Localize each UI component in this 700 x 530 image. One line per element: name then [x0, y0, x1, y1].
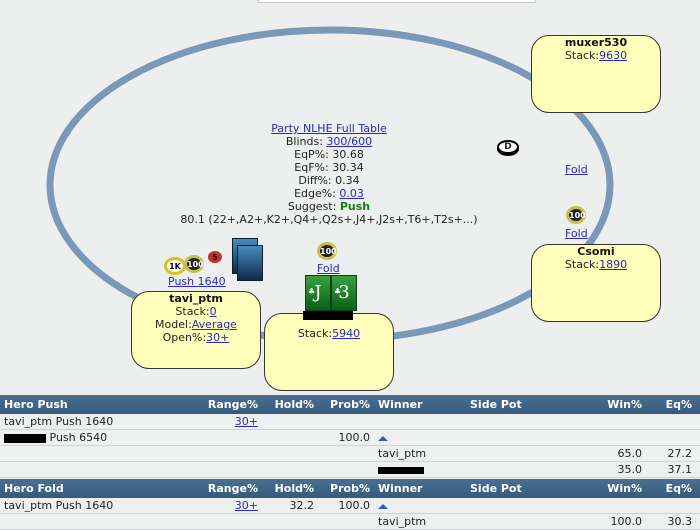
- model-link[interactable]: Average: [191, 318, 237, 331]
- table-row: 35.0 37.1: [0, 462, 700, 478]
- eq-cell: 30.3: [667, 515, 693, 528]
- dealer-button-icon: D: [497, 140, 519, 154]
- col-header[interactable]: Range%: [207, 398, 258, 411]
- open-link[interactable]: 30+: [206, 331, 230, 344]
- edge-label: Edge%:: [294, 187, 336, 200]
- stack-link[interactable]: 5940: [332, 327, 361, 340]
- seat-muxer530[interactable]: muxer530 Stack:9630: [531, 35, 661, 113]
- card-suit: ♣: [308, 287, 316, 296]
- open-label: Open%:: [162, 331, 207, 344]
- tavi-action-link[interactable]: Push 1640: [168, 275, 226, 288]
- col-header[interactable]: Winner: [378, 398, 423, 411]
- stack-label: Stack:: [297, 327, 333, 340]
- winner-cell: tavi_ptm: [378, 447, 427, 460]
- diff-label: Diff%:: [298, 174, 332, 187]
- win-cell: 35.0: [617, 463, 643, 476]
- seat-csomi[interactable]: Csomi Stack:1890: [531, 244, 661, 322]
- diff-value: 0.34: [335, 174, 360, 187]
- seat-redacted[interactable]: Stack:5940: [264, 313, 394, 391]
- chip-1k-icon: 1K: [164, 257, 186, 275]
- stack-link[interactable]: 1890: [599, 258, 628, 271]
- suggested-range: 80.1 (22+,A2+,K2+,Q4+,Q2s+,J4+,J2s+,T6+,…: [180, 213, 478, 226]
- chip-100-icon: 100: [184, 255, 204, 273]
- hole-card-2: ♣3: [331, 275, 357, 311]
- table-row: tavi_ptm 100.0 30.3: [0, 514, 700, 530]
- hero-push-table: Hero Push Range% Hold% Prob% Winner Side…: [0, 395, 700, 478]
- col-header[interactable]: Prob%: [330, 398, 370, 411]
- model-label: Model:: [155, 318, 192, 331]
- range-link[interactable]: 30+: [234, 415, 258, 428]
- win-cell: 65.0: [617, 447, 643, 460]
- eq-cell: 37.1: [667, 463, 693, 476]
- redacted-name: [303, 311, 353, 320]
- range-link[interactable]: 30+: [234, 499, 258, 512]
- action-cell: Push 6540: [49, 431, 108, 444]
- table-header: Hero Push Range% Hold% Prob% Winner Side…: [0, 395, 700, 414]
- stack-link[interactable]: 9630: [599, 49, 628, 62]
- eqf-value: 30.34: [332, 161, 364, 174]
- table-info-panel: Party NLHE Full Table Blinds: 300/600 Eq…: [178, 122, 480, 226]
- prob-cell: 100.0: [338, 499, 371, 512]
- action-cell: tavi_ptm Push 1640: [4, 415, 114, 428]
- eqp-value: 30.68: [332, 148, 364, 161]
- stack-label: Stack:: [175, 305, 210, 318]
- card-suit: ♣: [334, 287, 342, 296]
- edge-link[interactable]: 0.03: [339, 187, 364, 200]
- hold-cell: 32.2: [289, 499, 315, 512]
- stack-link[interactable]: 0: [209, 305, 217, 318]
- col-header[interactable]: Eq%: [665, 398, 692, 411]
- win-cell: 100.0: [610, 515, 643, 528]
- suggest-value: Push: [339, 200, 371, 213]
- chip-5-icon: 5: [205, 248, 225, 266]
- table-title-link[interactable]: Party NLHE Full Table: [271, 122, 387, 135]
- col-header[interactable]: Winner: [378, 482, 423, 495]
- chip-100-icon: 100: [566, 206, 586, 224]
- card-rank: J: [314, 282, 322, 303]
- col-header[interactable]: Hold%: [274, 398, 314, 411]
- csomi-action-link[interactable]: Fold: [565, 227, 588, 240]
- col-header[interactable]: Eq%: [665, 482, 692, 495]
- chip-100-icon: 100: [317, 242, 337, 260]
- col-header[interactable]: Win%: [607, 398, 642, 411]
- col-header[interactable]: Side Pot: [470, 398, 522, 411]
- winner-cell: tavi_ptm: [378, 515, 427, 528]
- eqp-label: EqP%:: [294, 148, 329, 161]
- blinds-label: Blinds:: [285, 135, 323, 148]
- col-header[interactable]: Range%: [207, 482, 258, 495]
- table-row: tavi_ptm 65.0 27.2: [0, 446, 700, 462]
- blinds-link[interactable]: 300/600: [326, 135, 373, 148]
- col-header[interactable]: Side Pot: [470, 482, 522, 495]
- table-header: Hero Fold Range% Hold% Prob% Winner Side…: [0, 479, 700, 498]
- table-row[interactable]: tavi_ptm Push 1640 30+: [0, 414, 700, 430]
- player-name: tavi_ptm: [169, 292, 223, 305]
- table-row[interactable]: tavi_ptm Push 1640 30+ 32.2 100.0: [0, 498, 700, 514]
- suggest-label: Suggest:: [287, 200, 337, 213]
- expand-triangle-icon[interactable]: [378, 504, 388, 509]
- eq-cell: 27.2: [667, 447, 693, 460]
- redacted-name: [4, 433, 46, 443]
- col-header[interactable]: Hero Push: [4, 398, 68, 411]
- deck-icon: [237, 245, 263, 281]
- table-row[interactable]: Push 6540 100.0: [0, 430, 700, 446]
- card-rank: 3: [338, 282, 350, 303]
- extra-fold-link[interactable]: Fold: [565, 163, 588, 176]
- col-header[interactable]: Win%: [607, 482, 642, 495]
- seat-tavi-ptm[interactable]: tavi_ptm Stack:0 Model:Average Open%:30+: [131, 291, 261, 369]
- col-header[interactable]: Prob%: [330, 482, 370, 495]
- player-name: Csomi: [577, 245, 615, 258]
- stack-label: Stack:: [564, 258, 600, 271]
- eqf-label: EqF%:: [294, 161, 329, 174]
- hole-card-1: ♣J: [305, 275, 331, 311]
- hero-fold-table: Hero Fold Range% Hold% Prob% Winner Side…: [0, 479, 700, 530]
- seat2-action-link[interactable]: Fold: [317, 262, 340, 275]
- stack-label: Stack:: [564, 49, 600, 62]
- top-panel-edge: [258, 0, 536, 3]
- col-header[interactable]: Hold%: [274, 482, 314, 495]
- col-header[interactable]: Hero Fold: [4, 482, 64, 495]
- redacted-name: [378, 466, 424, 474]
- action-cell: tavi_ptm Push 1640: [4, 499, 114, 512]
- expand-triangle-icon[interactable]: [378, 436, 388, 441]
- player-name: muxer530: [564, 36, 628, 49]
- prob-cell: 100.0: [338, 431, 371, 444]
